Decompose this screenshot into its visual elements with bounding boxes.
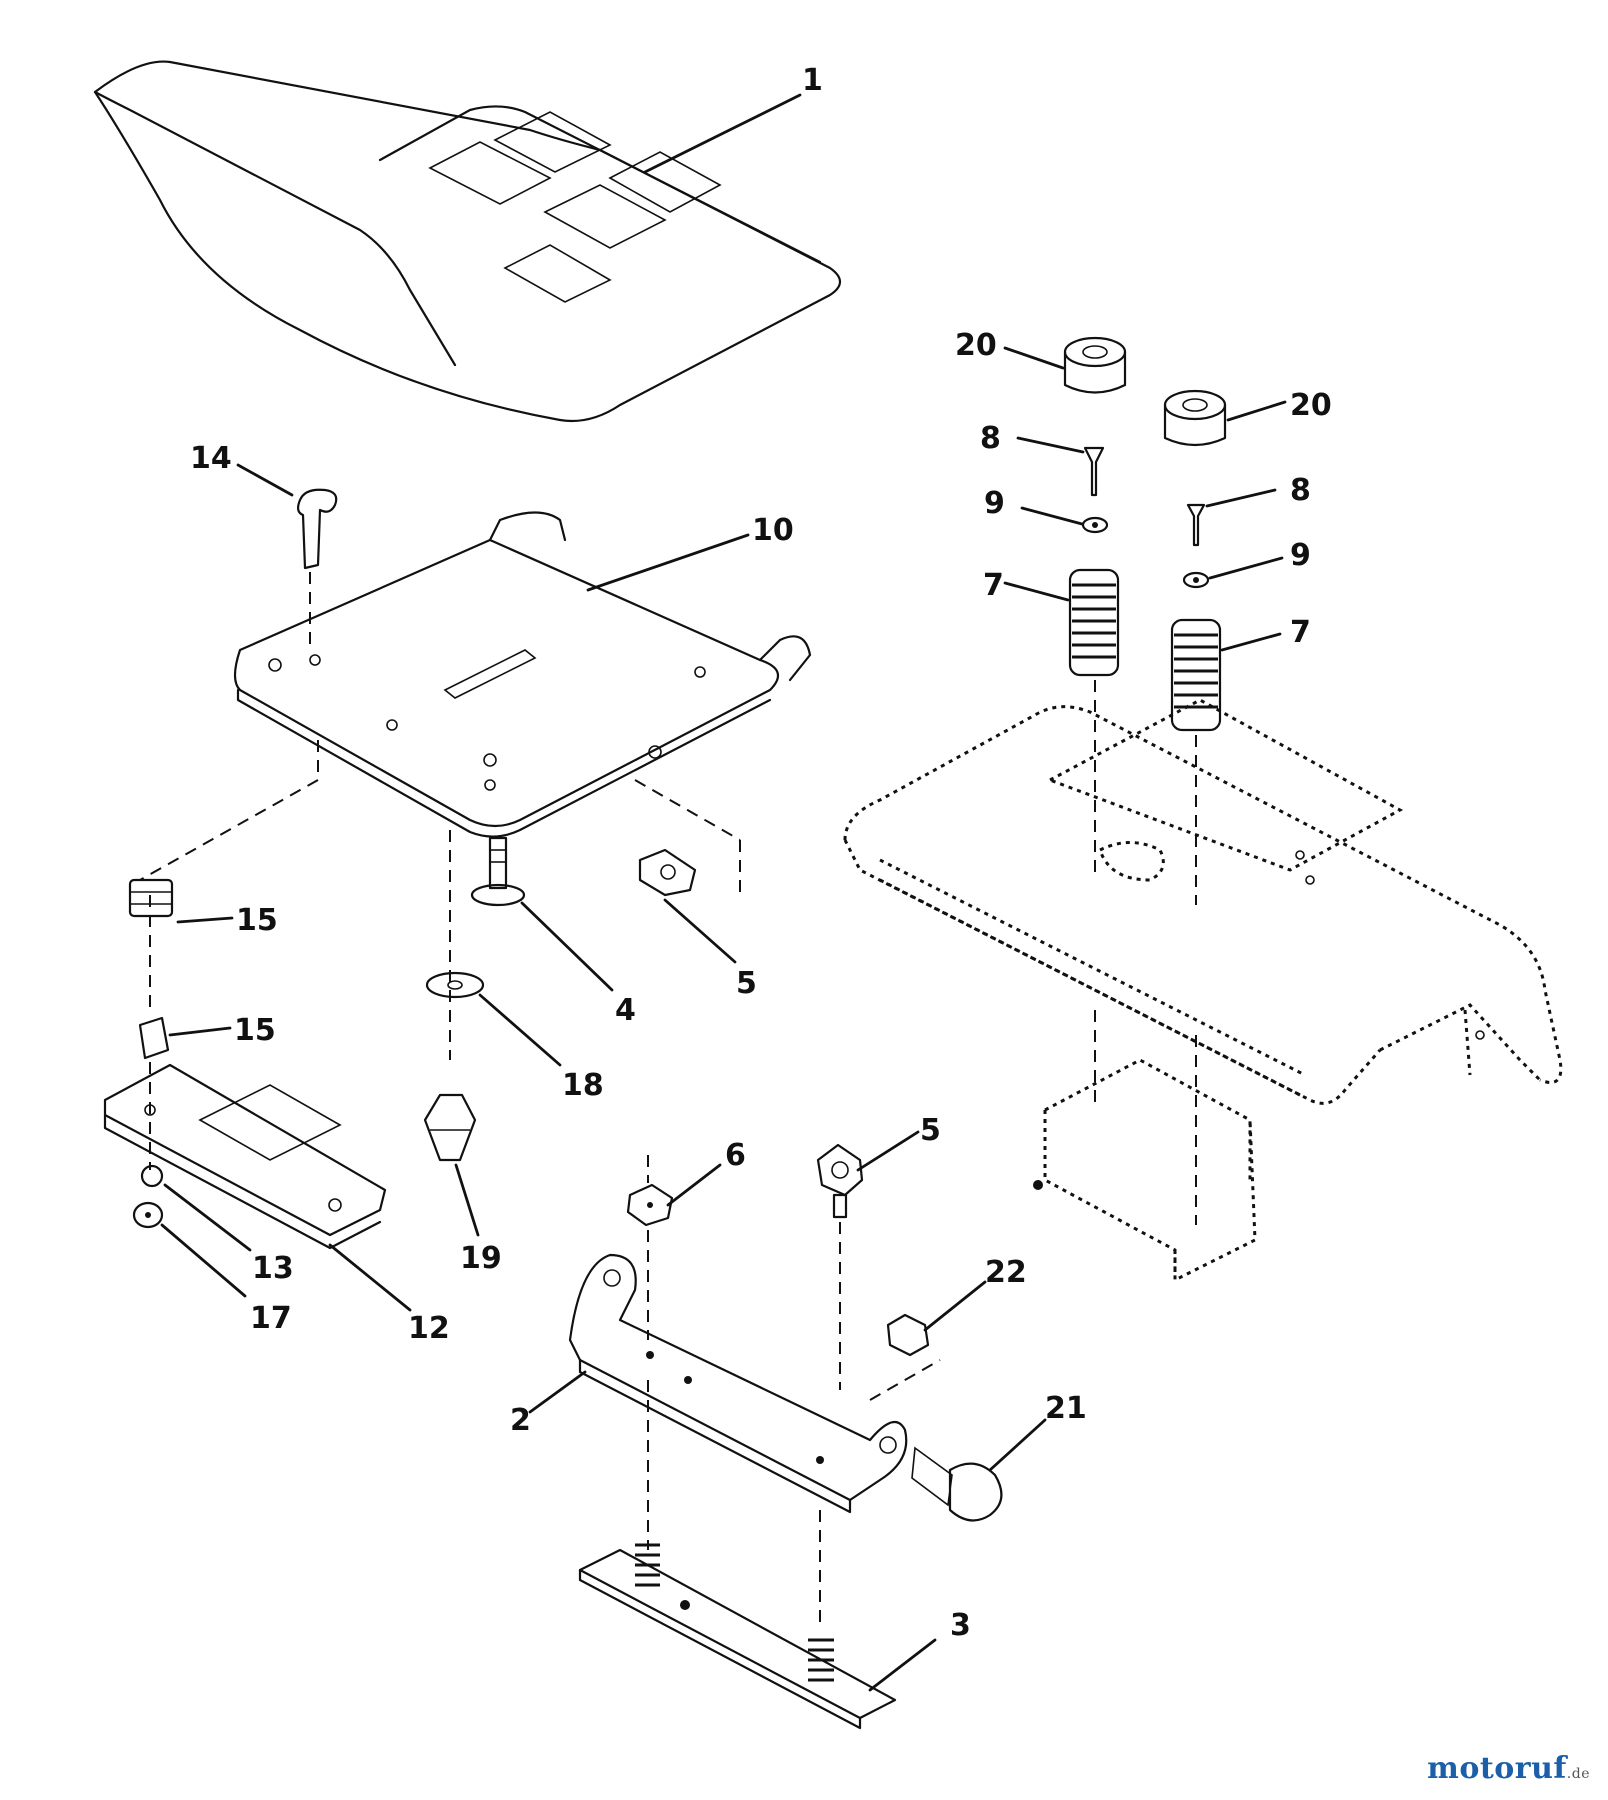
- callout-10: 10: [752, 513, 794, 548]
- lock-nut-part-5-lower: [816, 1143, 864, 1219]
- leader-10: [586, 533, 750, 592]
- bumper-part-20-left: [1063, 336, 1127, 394]
- washer-part-18: [425, 971, 485, 999]
- leader-21: [988, 1418, 1047, 1472]
- bolt-part-8-left: [1083, 446, 1105, 497]
- leader-8b: [1205, 488, 1277, 508]
- nut-part-13: [140, 1164, 164, 1188]
- callout-15b: 15: [234, 1013, 276, 1048]
- callout-13: 13: [252, 1251, 294, 1286]
- leader-22: [923, 1280, 987, 1332]
- callout-21: 21: [1045, 1391, 1087, 1426]
- watermark-logo: motoruf.de: [1427, 1751, 1590, 1786]
- leader-7b: [1220, 632, 1282, 652]
- leader-1: [643, 93, 802, 174]
- washer-part-17: [132, 1201, 164, 1229]
- leader-14: [236, 463, 294, 497]
- leader-6: [666, 1163, 722, 1207]
- spring-part-7-right: [1170, 618, 1222, 732]
- callout-4: 4: [615, 993, 636, 1028]
- leader-4: [520, 901, 614, 992]
- washer-part-9-right: [1182, 571, 1210, 589]
- callout-8b: 8: [1290, 473, 1311, 508]
- bolt-part-8-right: [1186, 503, 1206, 547]
- leader-16: [176, 916, 234, 924]
- callout-18: 18: [562, 1068, 604, 1103]
- watermark-suffix: .de: [1566, 1766, 1590, 1782]
- leader-2: [528, 1370, 587, 1414]
- pivot-bolt-part-4: [470, 836, 526, 907]
- nut-part-22: [886, 1313, 930, 1357]
- leader-5b: [856, 1130, 920, 1172]
- leader-3: [868, 1638, 937, 1692]
- spacer-part-15: [138, 1016, 170, 1060]
- callout-7a: 7: [983, 568, 1004, 603]
- callout-22: 22: [985, 1255, 1027, 1290]
- watermark-brand: motoruf: [1427, 1751, 1567, 1786]
- base-plate-part-3: [578, 1543, 897, 1730]
- slide-rail-part-12: [103, 1063, 387, 1250]
- callout-5a: 5: [736, 966, 757, 1001]
- leader-8a: [1016, 436, 1085, 454]
- knob-part-14: [296, 488, 338, 570]
- chassis-frame-outline: [843, 698, 1563, 1283]
- callout-2: 2: [510, 1403, 531, 1438]
- callout-20a: 20: [955, 328, 997, 363]
- callout-6: 6: [725, 1138, 746, 1173]
- callout-8a: 8: [980, 421, 1001, 456]
- callout-15a: 15: [236, 903, 278, 938]
- leader-20a: [1003, 346, 1065, 370]
- seat-part-1: [93, 60, 842, 423]
- leader-5a: [663, 898, 737, 964]
- leader-20b: [1226, 400, 1287, 422]
- callout-17: 17: [250, 1301, 292, 1336]
- callout-20b: 20: [1290, 388, 1332, 423]
- bushing-part-16: [128, 878, 174, 918]
- bracket-part-2: [568, 1253, 908, 1514]
- callout-14: 14: [190, 441, 232, 476]
- leader-15: [168, 1026, 232, 1037]
- callout-1: 1: [802, 63, 823, 98]
- leader-9a: [1020, 506, 1084, 526]
- seat-pan-part-10: [233, 511, 812, 838]
- callout-5b: 5: [920, 1113, 941, 1148]
- callout-9b: 9: [1290, 538, 1311, 573]
- bumper-part-20-right: [1163, 389, 1227, 447]
- lock-nut-part-5-upper: [638, 848, 697, 897]
- spring-part-7-left: [1068, 568, 1120, 677]
- callout-7b: 7: [1290, 615, 1311, 650]
- callout-3: 3: [950, 1608, 971, 1643]
- leader-18: [478, 993, 562, 1067]
- callout-9a: 9: [984, 486, 1005, 521]
- callout-12: 12: [408, 1311, 450, 1346]
- leader-13: [163, 1183, 252, 1252]
- washer-part-9-left: [1081, 516, 1109, 534]
- nut-part-6: [626, 1183, 674, 1227]
- leader-17: [160, 1223, 247, 1298]
- leader-19: [454, 1163, 480, 1237]
- leader-7a: [1003, 581, 1070, 602]
- callout-19: 19: [460, 1241, 502, 1276]
- clip-part-19: [423, 1093, 477, 1162]
- knob-bolt-part-21: [911, 1446, 1003, 1522]
- leader-9b: [1208, 556, 1284, 580]
- leader-12: [328, 1243, 412, 1312]
